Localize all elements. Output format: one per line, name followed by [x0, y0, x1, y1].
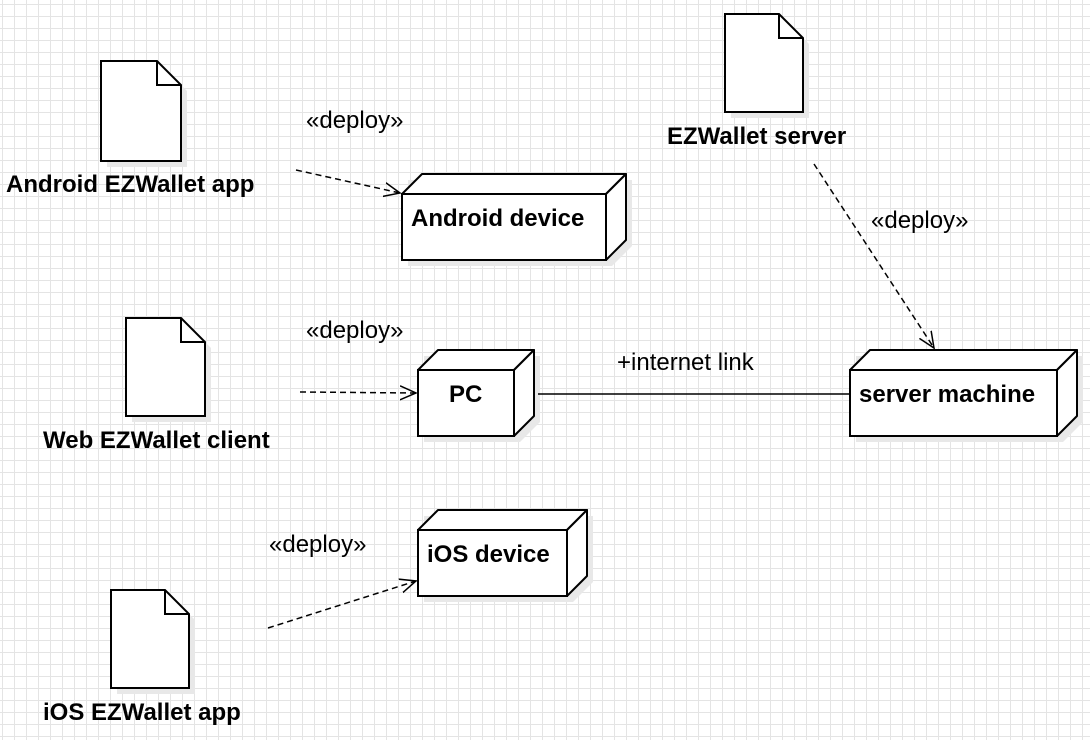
web-client-artifact-icon[interactable] — [125, 317, 211, 422]
deploy-arrow-android[interactable] — [295, 169, 400, 193]
server-artifact-label: EZWallet server — [667, 123, 847, 150]
deploy-arrow-ios[interactable] — [267, 581, 416, 629]
web-client-label: Web EZWallet client — [43, 427, 270, 454]
pc-node[interactable] — [417, 349, 540, 442]
ios-app-label: iOS EZWallet app — [43, 699, 241, 726]
deploy-arrow-pc[interactable] — [299, 392, 416, 393]
pc-label: PC — [449, 381, 483, 408]
ios-device-node[interactable] — [417, 509, 593, 602]
deploy-label-ios: «deploy» — [269, 531, 367, 558]
deploy-label-server: «deploy» — [871, 207, 969, 234]
server-machine-label: server machine — [859, 381, 1036, 408]
android-device-node[interactable] — [401, 173, 632, 266]
android-device-label: Android device — [411, 205, 585, 232]
internet-link-label: +internet link — [617, 349, 754, 376]
ios-device-label: iOS device — [427, 541, 550, 568]
android-app-artifact-icon[interactable] — [100, 60, 187, 167]
server-machine-node[interactable] — [849, 349, 1083, 442]
deploy-label-android: «deploy» — [306, 107, 404, 134]
ios-app-artifact-icon[interactable] — [110, 589, 195, 694]
server-artifact-icon[interactable] — [724, 13, 809, 118]
android-app-label: Android EZWallet app — [6, 171, 255, 198]
deploy-label-pc: «deploy» — [306, 317, 404, 344]
deploy-arrow-server[interactable] — [813, 163, 934, 348]
